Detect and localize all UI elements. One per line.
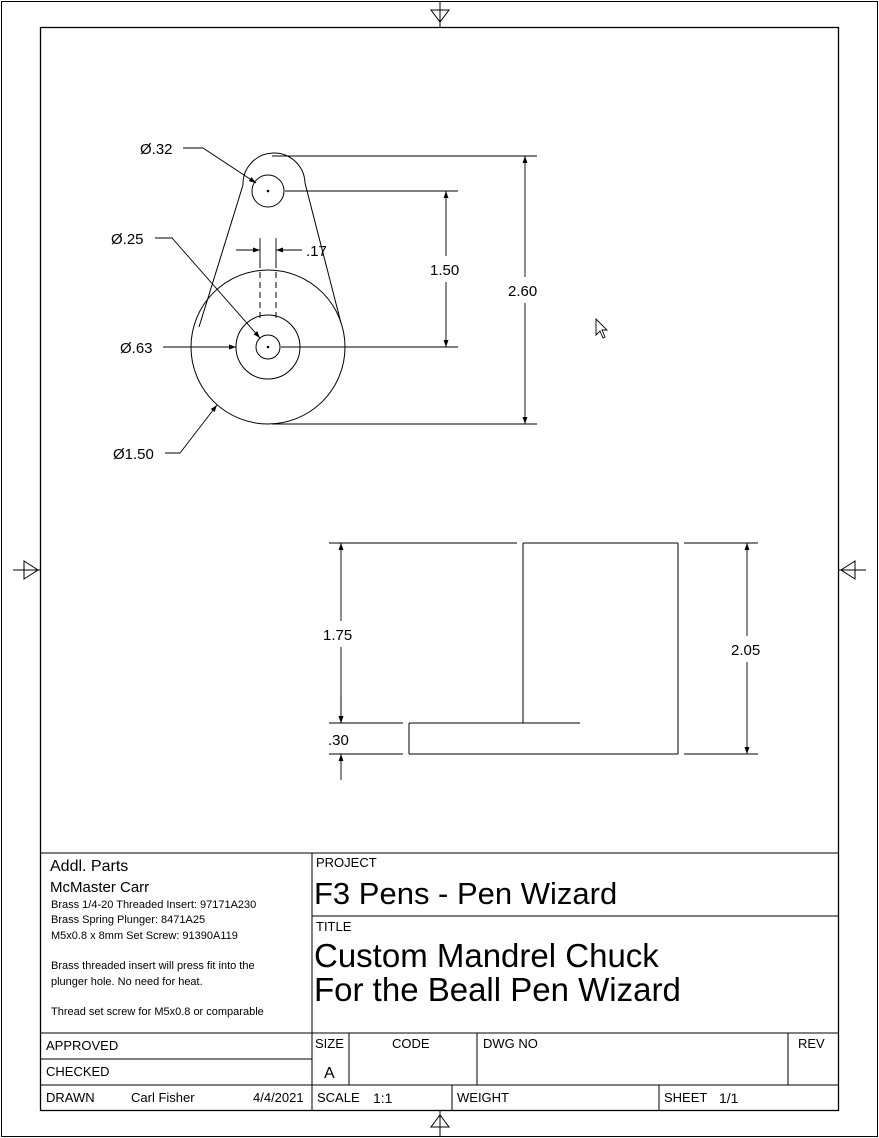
sheet-value: 1/1 bbox=[719, 1090, 739, 1106]
sheet-label: SHEET bbox=[664, 1090, 708, 1105]
checked-label: CHECKED bbox=[46, 1064, 110, 1079]
addl-parts-heading: Addl. Parts bbox=[50, 858, 129, 875]
top-view bbox=[190, 152, 346, 425]
title-line-1: Custom Mandrel Chuck bbox=[314, 937, 659, 974]
project-label: PROJECT bbox=[316, 855, 377, 870]
dim-dia-063: Ø.63 bbox=[120, 340, 153, 357]
drawn-date: 4/4/2021 bbox=[253, 1090, 304, 1105]
drawn-by: Carl Fisher bbox=[131, 1090, 195, 1105]
mouse-cursor-icon bbox=[595, 317, 609, 339]
addl-parts-note: Brass threaded insert will press fit int… bbox=[51, 960, 255, 972]
dwg-no-label: DWG NO bbox=[483, 1036, 538, 1051]
dim-dia-032: Ø.32 bbox=[140, 141, 173, 158]
dim-len-205: 2.05 bbox=[731, 642, 760, 659]
rev-label: REV bbox=[798, 1036, 825, 1051]
tab-left-tangent bbox=[198, 184, 244, 328]
dim-dia-150: Ø1.50 bbox=[113, 446, 154, 463]
title-label: TITLE bbox=[316, 919, 352, 934]
tab-right-tangent bbox=[304, 182, 342, 324]
side-view-dimensions bbox=[329, 542, 758, 780]
inner-border bbox=[39, 26, 840, 1112]
scale-value: 1:1 bbox=[373, 1090, 393, 1106]
addl-parts-item: Brass 1/4-20 Threaded Insert: 97171A230 bbox=[51, 899, 257, 911]
addl-parts-note: Thread set screw for M5x0.8 or comparabl… bbox=[51, 1006, 264, 1018]
tab-arc bbox=[242, 152, 306, 186]
addl-parts-note: plunger hole. No need for heat. bbox=[51, 976, 203, 988]
dim-len-150: 1.50 bbox=[430, 262, 459, 279]
addl-parts-item: M5x0.8 x 8mm Set Screw: 91390A119 bbox=[51, 930, 238, 942]
addl-parts-item: Brass Spring Plunger: 8471A25 bbox=[51, 914, 206, 926]
title-line-2: For the Beall Pen Wizard bbox=[314, 971, 681, 1008]
center-hole-circle bbox=[255, 334, 281, 360]
approved-label: APPROVED bbox=[46, 1038, 119, 1053]
tab-hole-circle bbox=[251, 174, 285, 208]
side-view bbox=[408, 542, 679, 755]
drawn-label: DRAWN bbox=[46, 1090, 95, 1105]
dim-len-030: .30 bbox=[328, 732, 349, 749]
weight-label: WEIGHT bbox=[457, 1090, 509, 1105]
addl-parts-supplier: McMaster Carr bbox=[50, 879, 150, 896]
title-block-grid bbox=[40, 852, 838, 1110]
centering-marks bbox=[13, 1, 866, 1137]
scale-label: SCALE bbox=[317, 1090, 360, 1105]
size-value: A bbox=[324, 1065, 335, 1082]
code-label: CODE bbox=[392, 1036, 430, 1051]
dim-len-175: 1.75 bbox=[323, 627, 352, 644]
top-view-dimensions bbox=[155, 147, 537, 454]
dim-len-260: 2.60 bbox=[508, 283, 537, 300]
project-value: F3 Pens - Pen Wizard bbox=[314, 876, 618, 911]
dim-slot-017: .17 bbox=[306, 243, 327, 260]
size-label: SIZE bbox=[315, 1036, 344, 1051]
dim-dia-025: Ø.25 bbox=[111, 231, 144, 248]
